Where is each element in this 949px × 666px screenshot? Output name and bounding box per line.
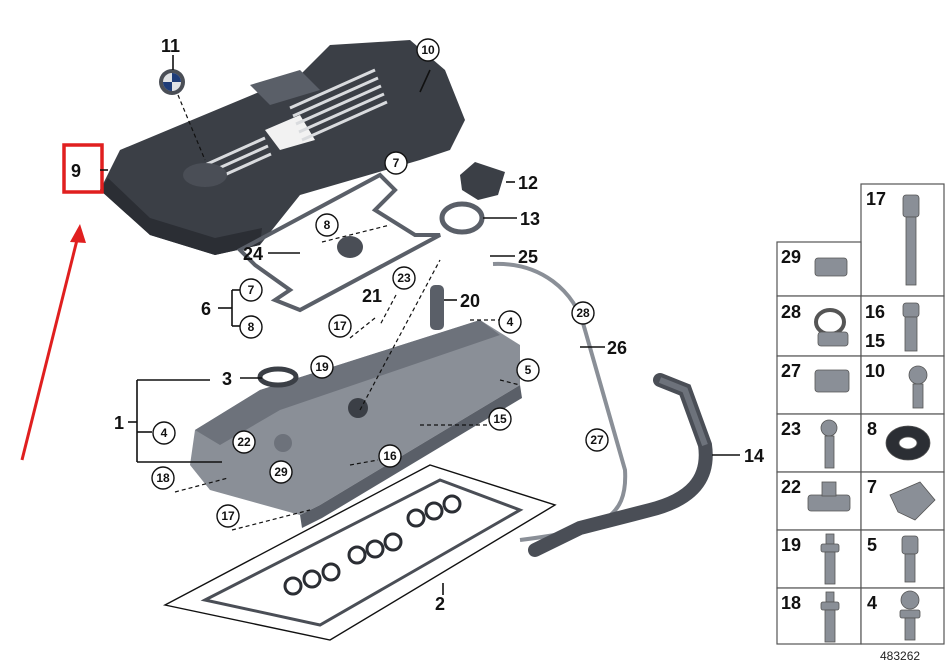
legend-label-7: 7 xyxy=(867,477,877,497)
oil-cap-part xyxy=(460,162,505,200)
callout-27: 27 xyxy=(590,433,604,447)
legend-label-23: 23 xyxy=(781,419,801,439)
callout-6: 6 xyxy=(201,299,211,319)
highlight-arrow xyxy=(20,235,80,461)
legend-label-16: 16 xyxy=(865,302,885,322)
callout-4-right: 4 xyxy=(507,315,514,329)
hose-part xyxy=(528,373,713,557)
callouts: 9 11 10 7 12 13 25 8 24 23 21 20 6 7 8 1… xyxy=(71,36,764,614)
callout-5: 5 xyxy=(525,363,532,377)
highlight-box xyxy=(62,143,104,194)
legend-label-8: 8 xyxy=(867,419,877,439)
callout-20: 20 xyxy=(460,291,480,311)
diagram-id: 483262 xyxy=(880,649,920,663)
legend-label-15: 15 xyxy=(865,331,885,351)
callout-14: 14 xyxy=(744,446,764,466)
callout-8-mid: 8 xyxy=(248,320,255,334)
callout-9: 9 xyxy=(71,161,81,181)
legend-label-18: 18 xyxy=(781,593,801,613)
engine-cover xyxy=(100,40,465,255)
callout-17-top: 17 xyxy=(333,319,347,333)
callout-4-left: 4 xyxy=(161,426,168,440)
callout-21: 21 xyxy=(362,286,382,306)
legend-label-5: 5 xyxy=(867,535,877,555)
callout-13: 13 xyxy=(520,209,540,229)
callout-19: 19 xyxy=(315,360,329,374)
leader-lines xyxy=(100,55,740,595)
callout-18: 18 xyxy=(156,471,170,485)
callout-29: 29 xyxy=(274,465,288,479)
legend-label-4: 4 xyxy=(867,593,877,613)
legend-label-19: 19 xyxy=(781,535,801,555)
callout-17-bottom: 17 xyxy=(221,509,235,523)
emblem-part xyxy=(159,69,185,95)
plug-part xyxy=(337,236,363,258)
callout-23: 23 xyxy=(397,271,411,285)
legend-label-17: 17 xyxy=(866,189,886,209)
legend-label-22: 22 xyxy=(781,477,801,497)
callout-11: 11 xyxy=(161,36,180,56)
callout-7-top: 7 xyxy=(393,156,400,170)
legend-label-28: 28 xyxy=(781,302,801,322)
callout-28: 28 xyxy=(576,306,590,320)
valve-cover xyxy=(190,320,522,528)
callout-3: 3 xyxy=(222,369,232,389)
callout-7-mid: 7 xyxy=(248,283,255,297)
lower-gasket xyxy=(162,464,557,641)
sleeve-part xyxy=(430,285,444,330)
callout-22: 22 xyxy=(237,435,251,449)
fastener-legend: 17 29 28 16 15 27 10 23 8 22 7 19 5 18 4 xyxy=(776,183,945,645)
callout-2: 2 xyxy=(435,594,445,614)
callout-25: 25 xyxy=(518,247,538,267)
seal-ring-part xyxy=(439,201,485,235)
legend-label-29: 29 xyxy=(781,247,801,267)
callout-15: 15 xyxy=(493,412,507,426)
highlight-arrowhead xyxy=(70,224,86,243)
legend-label-10: 10 xyxy=(865,361,885,381)
callout-24: 24 xyxy=(243,244,263,264)
callout-16: 16 xyxy=(383,449,397,463)
callout-1: 1 xyxy=(114,413,124,433)
callout-12: 12 xyxy=(518,173,538,193)
callout-10: 10 xyxy=(421,43,435,57)
gasket-part xyxy=(236,172,441,313)
callout-8-top: 8 xyxy=(324,218,331,232)
callout-26: 26 xyxy=(607,338,627,358)
legend-label-27: 27 xyxy=(781,361,801,381)
